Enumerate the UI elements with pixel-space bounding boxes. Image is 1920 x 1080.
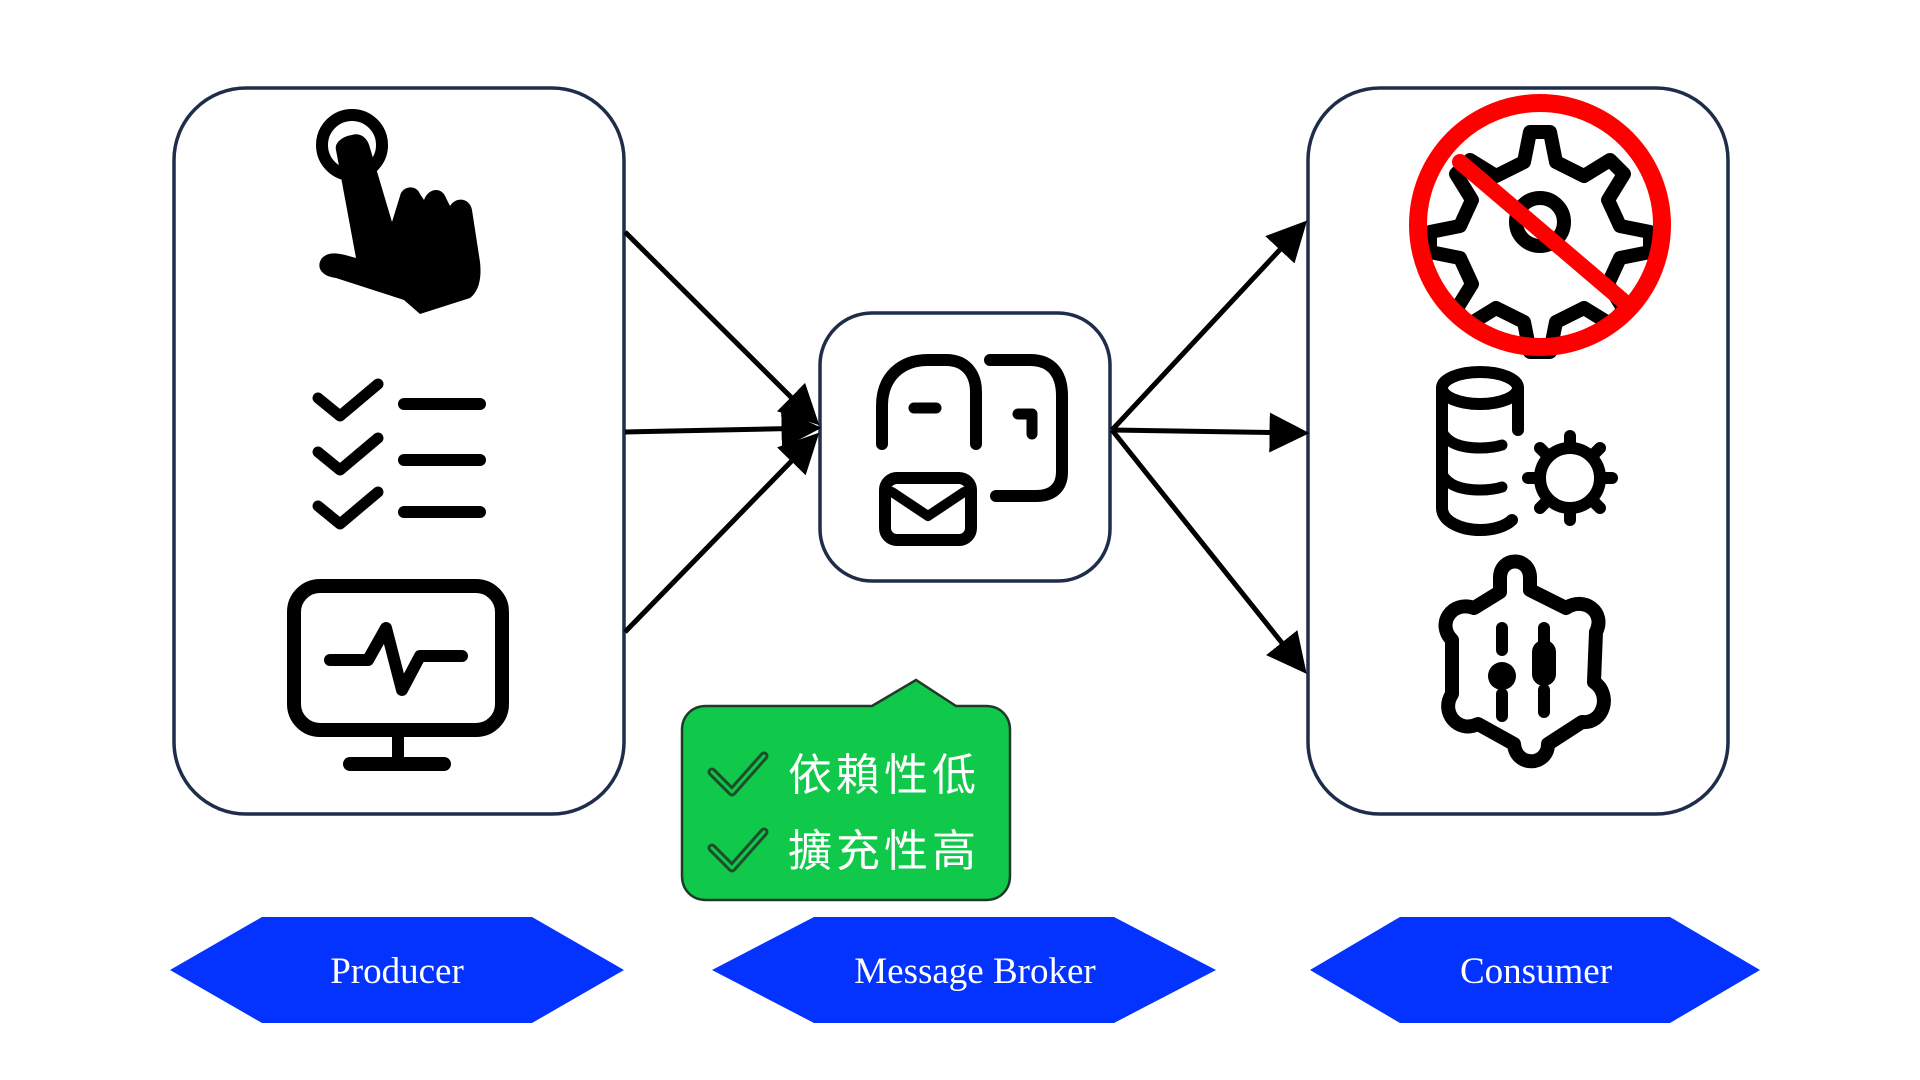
arrow-broker-consumer-top [1110,220,1308,432]
arrow-broker-consumer-bottom [1110,428,1307,674]
gear-switches-icon [1438,554,1611,769]
tap-hand-icon [316,109,481,314]
producer-label-text: Producer [330,951,464,992]
broker-label: Message Broker [712,917,1216,1023]
consumer-label-shape [1310,917,1760,1023]
checklist-icon [312,378,486,530]
producer-box [172,86,626,816]
callout-item-low-dependency: 依賴性低 [788,750,980,801]
arrow-producer-broker-middle [624,408,822,449]
database-gear-icon [1436,366,1618,536]
message-hub-icon [876,354,1068,546]
producer-to-broker-arrows [623,230,822,634]
consumer-label: Consumer [1310,917,1760,1023]
producer-label: Producer [170,917,624,1023]
broker-label-shape [712,917,1216,1023]
broker-to-consumer-arrows [1110,220,1310,674]
no-gear-icon [1409,94,1671,359]
callout-bubble [680,678,1012,902]
benefits-callout: 依賴性低 擴充性高 [680,678,1012,902]
producer-label-shape [170,917,624,1023]
broker-label-text: Message Broker [854,951,1095,992]
arrow-broker-consumer-middle [1111,412,1310,453]
consumer-label-text: Consumer [1460,951,1612,992]
monitor-pulse-icon [287,579,509,771]
callout-item-high-scalability: 擴充性高 [788,826,980,877]
arrow-producer-broker-top [623,230,820,426]
arrow-producer-broker-bottom [623,432,820,634]
